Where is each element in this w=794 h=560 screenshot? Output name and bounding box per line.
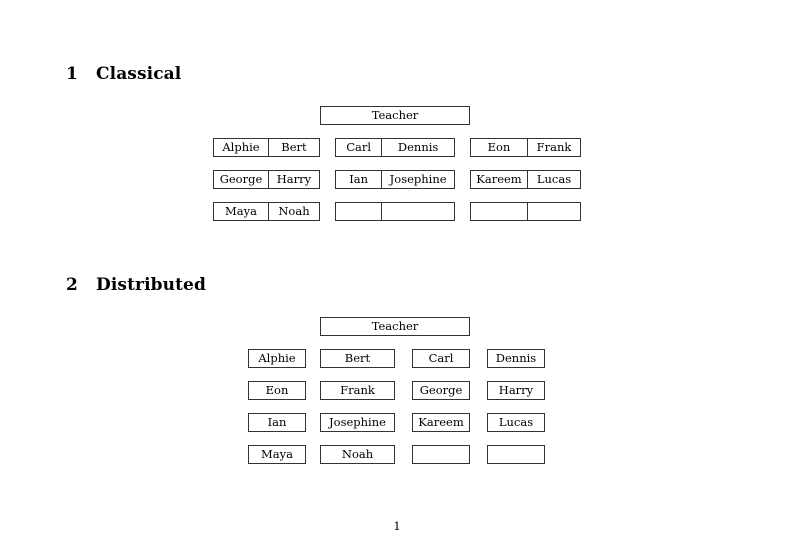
student-group-box: Carl Dennis	[335, 138, 455, 157]
section-number: 1	[66, 64, 78, 84]
section-title: Distributed	[96, 275, 206, 295]
student-box: Noah	[320, 445, 395, 464]
page-number: 1	[393, 519, 401, 533]
student-box: Maya	[248, 445, 306, 464]
student-cell: Dennis	[381, 139, 454, 156]
teacher-box-classical: Teacher	[320, 106, 470, 125]
student-cell-empty	[471, 203, 527, 220]
student-box-empty	[487, 445, 545, 464]
student-group-box: Kareem Lucas	[470, 170, 581, 189]
student-cell-empty	[336, 203, 381, 220]
student-group-box: Maya Noah	[213, 202, 320, 221]
student-cell: George	[219, 172, 263, 186]
student-group-box: Eon Frank	[470, 138, 581, 157]
student-cell: Eon	[487, 140, 511, 154]
student-cell: Alphie	[222, 140, 260, 154]
student-cell: Josephine	[381, 171, 454, 188]
section-number: 2	[66, 275, 78, 295]
student-cell: Lucas	[526, 171, 580, 188]
student-box: Dennis	[487, 349, 545, 368]
student-box: George	[412, 381, 470, 400]
section-title: Classical	[96, 64, 182, 84]
section-heading-classical: 1 Classical	[66, 64, 181, 84]
student-box: Frank	[320, 381, 395, 400]
student-box: Ian	[248, 413, 306, 432]
student-cell: Frank	[526, 139, 580, 156]
teacher-box-distributed: Teacher	[320, 317, 470, 336]
student-box: Carl	[412, 349, 470, 368]
student-group-box: George Harry	[213, 170, 320, 189]
student-box: Eon	[248, 381, 306, 400]
student-cell: Kareem	[476, 172, 522, 186]
student-cell: Ian	[349, 172, 369, 186]
student-group-box-empty	[335, 202, 455, 221]
student-cell: Harry	[267, 171, 319, 188]
student-box: Harry	[487, 381, 545, 400]
student-box-empty	[412, 445, 470, 464]
student-cell: Carl	[346, 140, 372, 154]
student-box: Lucas	[487, 413, 545, 432]
student-group-box: Ian Josephine	[335, 170, 455, 189]
student-cell-empty	[526, 203, 580, 220]
student-box: Bert	[320, 349, 395, 368]
student-box: Josephine	[320, 413, 395, 432]
student-cell-empty	[381, 203, 454, 220]
student-group-box: Alphie Bert	[213, 138, 320, 157]
student-box: Alphie	[248, 349, 306, 368]
student-cell: Maya	[224, 204, 257, 218]
section-heading-distributed: 2 Distributed	[66, 275, 206, 295]
student-cell: Noah	[267, 203, 319, 220]
student-box: Kareem	[412, 413, 470, 432]
student-cell: Bert	[267, 139, 319, 156]
student-group-box-empty	[470, 202, 581, 221]
